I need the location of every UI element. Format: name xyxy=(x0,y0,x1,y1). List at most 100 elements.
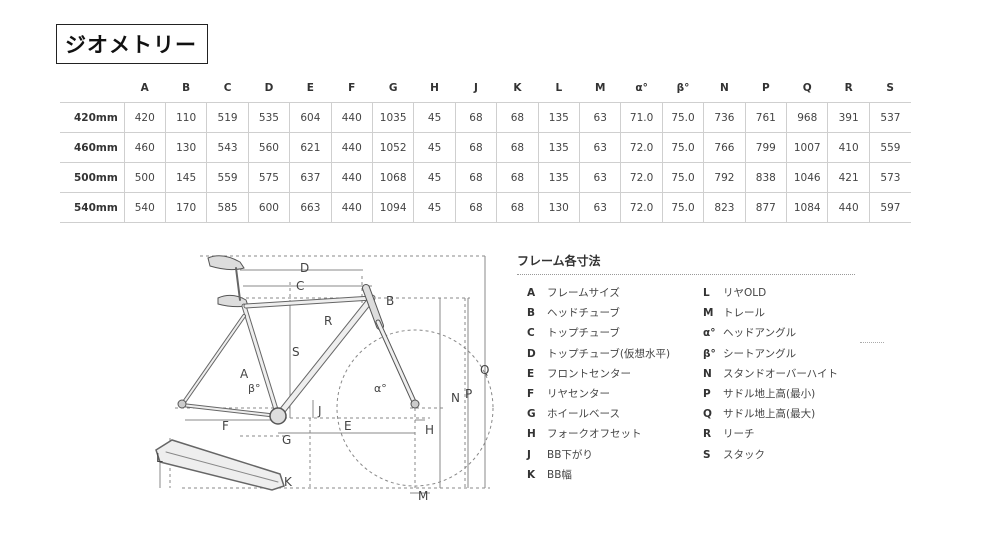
table-cell: 170 xyxy=(164,192,207,223)
label-d: D xyxy=(300,261,309,275)
table-cell: 420 xyxy=(123,102,166,133)
header-cell: N xyxy=(720,82,729,94)
legend-label: リーチ xyxy=(723,428,755,441)
table-cell: 440 xyxy=(330,102,373,133)
table-cell: 75.0 xyxy=(661,192,704,223)
table-cell: 68 xyxy=(496,132,539,163)
legend-key: J xyxy=(527,448,531,461)
table-cell: 45 xyxy=(413,102,456,133)
legend-key: G xyxy=(527,408,536,421)
table-cell: 560 xyxy=(247,132,290,163)
table-cell: 1035 xyxy=(371,102,414,133)
legend-key: L xyxy=(703,287,710,299)
table-cell: 559 xyxy=(868,132,911,163)
header-cell: Q xyxy=(802,82,812,94)
front-wheel-outline xyxy=(336,329,494,487)
table-cell: 75.0 xyxy=(661,102,704,133)
table-cell: 559 xyxy=(206,162,249,193)
legend-label: ヘッドチューブ xyxy=(547,307,620,320)
table-cell: 663 xyxy=(289,192,332,223)
table-cell: 45 xyxy=(413,162,456,193)
legend-item: E フロントセンター xyxy=(527,366,670,386)
header-cell: H xyxy=(430,82,439,94)
legend-key: Q xyxy=(703,408,712,421)
table-cell: 543 xyxy=(206,132,249,163)
table-cell: 135 xyxy=(537,102,580,133)
label-e: E xyxy=(344,419,352,433)
table-cell: 621 xyxy=(289,132,332,163)
page-title: ジオメトリー xyxy=(56,24,208,64)
header-cell: B xyxy=(182,82,191,94)
table-cell: 75.0 xyxy=(661,162,704,193)
header-cell: R xyxy=(844,82,853,94)
table-cell: 600 xyxy=(247,192,290,223)
table-cell: 72.0 xyxy=(620,162,663,193)
table-cell: 130 xyxy=(164,132,207,163)
legend-label: サドル地上高(最小) xyxy=(723,387,816,400)
legend-label: サドル地上高(最大) xyxy=(723,408,816,421)
table-cell: 540 xyxy=(123,192,166,223)
label-beta: β° xyxy=(248,382,261,395)
legend-label: フロントセンター xyxy=(547,367,631,380)
legend-label: スタンドオーバーハイト xyxy=(723,367,838,380)
diagram-labels: D C B R S A β° α° F J G E H N P Q L K M xyxy=(156,261,489,503)
decorative-divider xyxy=(860,342,884,343)
table-cell: 75.0 xyxy=(661,132,704,163)
label-m: M xyxy=(418,489,428,503)
table-cell: 823 xyxy=(703,192,746,223)
legend-item: D トップチューブ(仮想水平) xyxy=(527,346,670,366)
table-cell: 440 xyxy=(330,162,373,193)
label-g: G xyxy=(282,433,291,447)
header-cell: D xyxy=(264,82,274,94)
table-cell: 500 xyxy=(123,162,166,193)
header-cell: C xyxy=(223,82,232,94)
legend-key: α° xyxy=(703,327,716,340)
legend-divider xyxy=(517,274,855,275)
label-s: S xyxy=(292,345,300,359)
legend-key: F xyxy=(527,387,535,400)
table-cell: 421 xyxy=(827,162,870,193)
legend-key: E xyxy=(527,367,535,380)
legend-key: M xyxy=(703,307,714,320)
header-cell: K xyxy=(513,82,522,94)
table-cell: 1052 xyxy=(371,132,414,163)
header-cell: A xyxy=(140,82,149,94)
label-a: A xyxy=(240,367,249,381)
header-cell: M xyxy=(594,82,606,94)
legend-label: トップチューブ xyxy=(547,327,620,340)
frame-geometry-diagram: D C B R S A β° α° F J G E H N P Q L K M xyxy=(155,255,494,503)
table-cell: 519 xyxy=(206,102,249,133)
header-cell: E xyxy=(306,82,314,94)
legend-label: スタック xyxy=(723,448,765,461)
size-cell: 420mm xyxy=(60,102,125,133)
legend-label: トップチューブ(仮想水平) xyxy=(547,347,671,360)
table-cell: 68 xyxy=(496,192,539,223)
table-cell: 968 xyxy=(786,102,828,133)
table-cell: 68 xyxy=(454,102,497,133)
table-cell: 71.0 xyxy=(620,102,663,133)
table-cell: 68 xyxy=(496,162,539,193)
header-cell: G xyxy=(388,82,398,94)
label-c: C xyxy=(296,279,304,293)
size-cell: 460mm xyxy=(60,132,125,163)
size-cell: 500mm xyxy=(60,162,125,193)
label-p: P xyxy=(465,387,472,401)
legend-item: α° ヘッドアングル xyxy=(703,325,838,345)
legend-label: ヘッドアングル xyxy=(723,327,797,340)
header-cell: P xyxy=(761,82,770,94)
legend-key: B xyxy=(527,307,536,320)
legend-key: D xyxy=(527,347,536,360)
table-cell: 761 xyxy=(744,102,787,133)
